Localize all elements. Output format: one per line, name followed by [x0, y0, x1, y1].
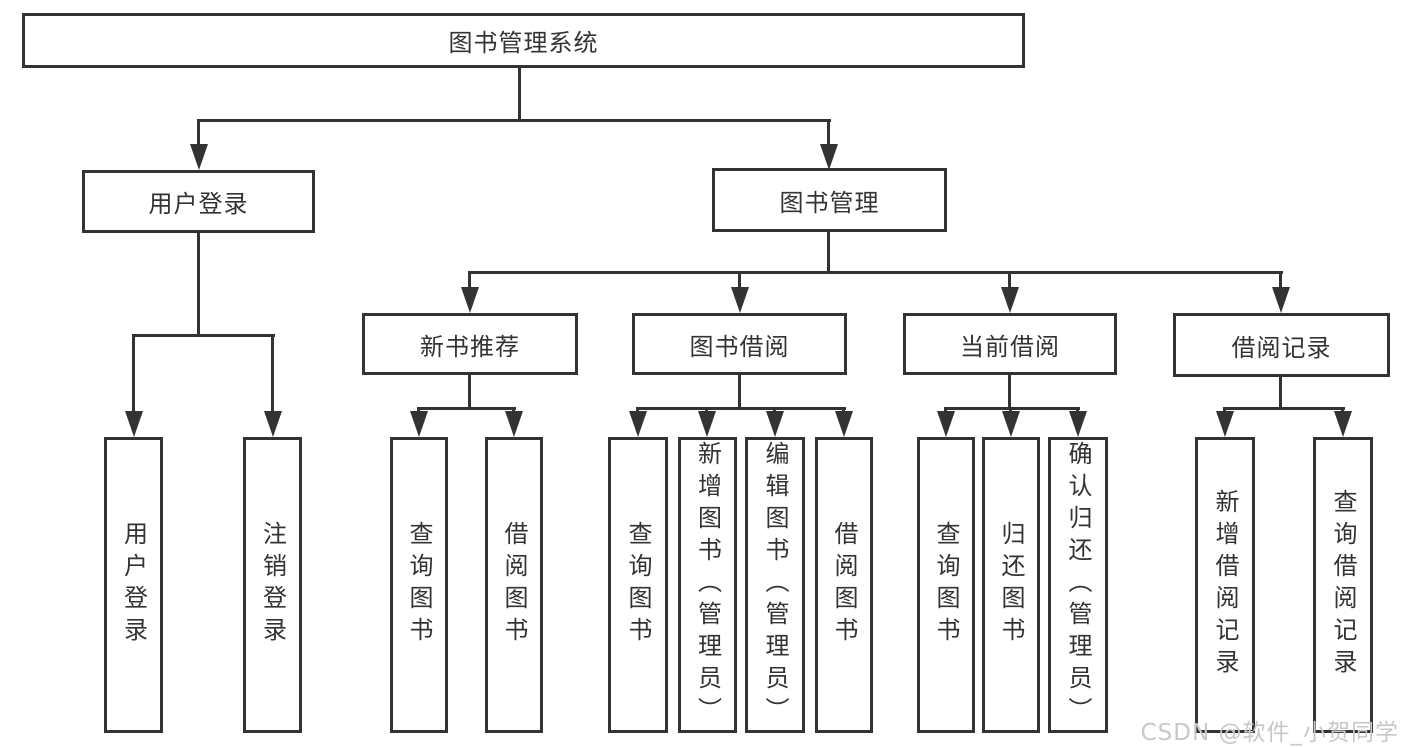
node-add-borrow-record: 新增借阅记录: [1195, 437, 1255, 733]
arrow-down-icon: [835, 411, 853, 437]
connector-line: [468, 375, 471, 408]
arrow-down-icon: [1216, 411, 1234, 437]
arrow-down-icon: [1069, 411, 1087, 437]
arrow-down-icon: [1001, 287, 1019, 313]
connector-line: [271, 334, 274, 414]
arrow-down-icon: [731, 287, 749, 313]
arrow-down-icon: [766, 411, 784, 437]
connector-line: [132, 334, 135, 414]
node-query-books-under-newbook: 查询图书: [390, 437, 448, 733]
node-book-management: 图书管理: [712, 168, 947, 232]
node-label: 查询图书: [932, 521, 960, 649]
node-current-borrowing: 当前借阅: [903, 313, 1117, 375]
connector-line: [468, 271, 471, 291]
node-label: 用户登录: [119, 521, 148, 649]
node-logout-action: 注销登录: [243, 437, 302, 733]
arrow-down-icon: [1272, 287, 1290, 313]
arrow-down-icon: [698, 411, 716, 437]
node-label: 借阅图书: [830, 521, 858, 649]
node-label: 借阅记录: [1231, 333, 1332, 362]
connector-line: [827, 232, 830, 272]
node-label: 编辑图书（管理员）: [761, 441, 789, 729]
node-borrow-books-under-borrowing: 借阅图书: [815, 437, 873, 733]
arrow-down-icon: [629, 411, 647, 437]
arrow-down-icon: [125, 411, 143, 437]
node-book-borrowing: 图书借阅: [632, 313, 847, 375]
node-label: 查询图书: [405, 521, 433, 649]
connector-line: [417, 407, 516, 410]
node-label: 新增图书（管理员）: [693, 441, 722, 729]
node-edit-books-admin: 编辑图书（管理员）: [745, 437, 805, 733]
arrow-down-icon: [505, 411, 523, 437]
arrow-down-icon: [410, 411, 428, 437]
node-label: 查询图书: [624, 521, 652, 649]
connector-line: [469, 271, 1283, 274]
connector-line: [1223, 407, 1345, 410]
connector-line: [738, 375, 741, 408]
connector-line: [827, 119, 830, 148]
connector-line: [636, 407, 846, 410]
node-label: 图书管理: [779, 188, 880, 217]
node-label: 新增借阅记录: [1211, 489, 1239, 681]
connector-line: [1008, 271, 1011, 291]
node-label: 用户登录: [148, 190, 249, 218]
arrow-down-icon: [1002, 411, 1020, 437]
connector-line: [197, 233, 200, 335]
connector-line: [1279, 271, 1282, 291]
connector-line: [944, 407, 1080, 410]
node-confirm-return-admin: 确认归还（管理员）: [1048, 437, 1108, 733]
connector-line: [198, 119, 831, 122]
connector-line: [518, 68, 521, 120]
node-user-login-action: 用户登录: [104, 437, 163, 733]
node-user-login: 用户登录: [82, 170, 315, 233]
node-label: 注销登录: [258, 521, 287, 649]
connector-line: [197, 119, 200, 148]
node-label: 新书推荐: [420, 332, 520, 361]
connector-line: [1279, 377, 1282, 408]
node-borrow-books-under-newbook: 借阅图书: [485, 437, 543, 733]
arrow-down-icon: [820, 144, 838, 170]
node-label: 归还图书: [997, 521, 1025, 649]
arrow-down-icon: [461, 287, 479, 313]
connector-line: [738, 271, 741, 291]
node-label: 图书管理系统: [448, 29, 599, 57]
node-borrowing-records: 借阅记录: [1173, 313, 1390, 377]
node-query-books-under-borrowing: 查询图书: [608, 437, 668, 733]
node-return-books: 归还图书: [982, 437, 1040, 733]
node-library-management-system: 图书管理系统: [22, 13, 1025, 68]
node-label: 当前借阅: [960, 332, 1060, 361]
arrow-down-icon: [1334, 411, 1352, 437]
node-query-borrow-record: 查询借阅记录: [1313, 437, 1373, 733]
arrow-down-icon: [264, 411, 282, 437]
watermark: CSDN @软件_小贺同学: [1140, 720, 1399, 746]
node-label: 确认归还（管理员）: [1064, 441, 1092, 729]
arrow-down-icon: [190, 144, 208, 170]
node-add-books-admin: 新增图书（管理员）: [678, 437, 737, 733]
node-query-books-under-current: 查询图书: [917, 437, 975, 733]
connector-line: [132, 334, 275, 337]
arrow-down-icon: [937, 411, 955, 437]
connector-line: [1008, 375, 1011, 408]
node-label: 图书借阅: [689, 332, 790, 361]
node-label: 借阅图书: [500, 521, 528, 649]
node-label: 查询借阅记录: [1329, 489, 1357, 681]
node-new-book-recommend: 新书推荐: [362, 313, 578, 375]
